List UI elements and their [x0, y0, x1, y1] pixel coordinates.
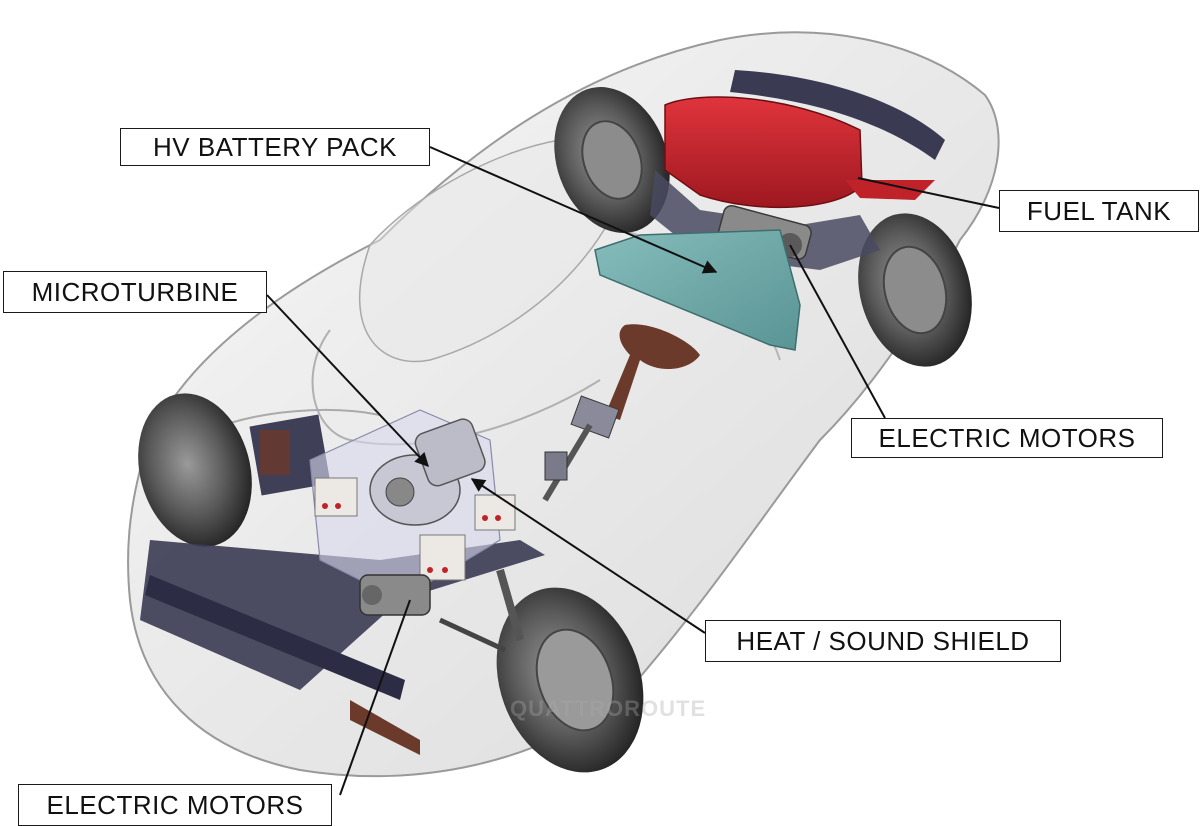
fuel-tank-component	[664, 96, 935, 209]
watermark-text: QUATTROROUTE	[510, 696, 707, 721]
leader-microturbine	[266, 294, 429, 468]
electric-motors-front-label: ELECTRIC MOTORS	[18, 784, 332, 826]
leader-hv-battery	[429, 146, 718, 274]
rear-left-wheel	[554, 87, 670, 233]
front-left-wheel	[138, 393, 252, 547]
microturbine-component	[369, 418, 486, 526]
leader-heat-shield	[470, 478, 706, 634]
electric-motors-rear-label: ELECTRIC MOTORS	[851, 418, 1163, 458]
heat-sound-shield-label: HEAT / SOUND SHIELD	[705, 620, 1061, 662]
fuel-tank-label: FUEL TANK	[999, 190, 1199, 232]
hv-battery-pack-component	[594, 229, 801, 351]
front-suspension	[438, 568, 524, 653]
hv-battery-pack-label: HV BATTERY PACK	[120, 128, 430, 166]
leader-lines	[266, 146, 1000, 796]
leader-electric-motors-rear	[789, 244, 886, 419]
steering-assembly	[542, 324, 700, 502]
front-right-wheel	[496, 587, 644, 773]
microturbine-label: MICROTURBINE	[3, 271, 267, 313]
rear-right-wheel	[858, 213, 972, 367]
leader-fuel-tank	[857, 177, 1000, 209]
leader-electric-motors-front	[339, 599, 411, 796]
